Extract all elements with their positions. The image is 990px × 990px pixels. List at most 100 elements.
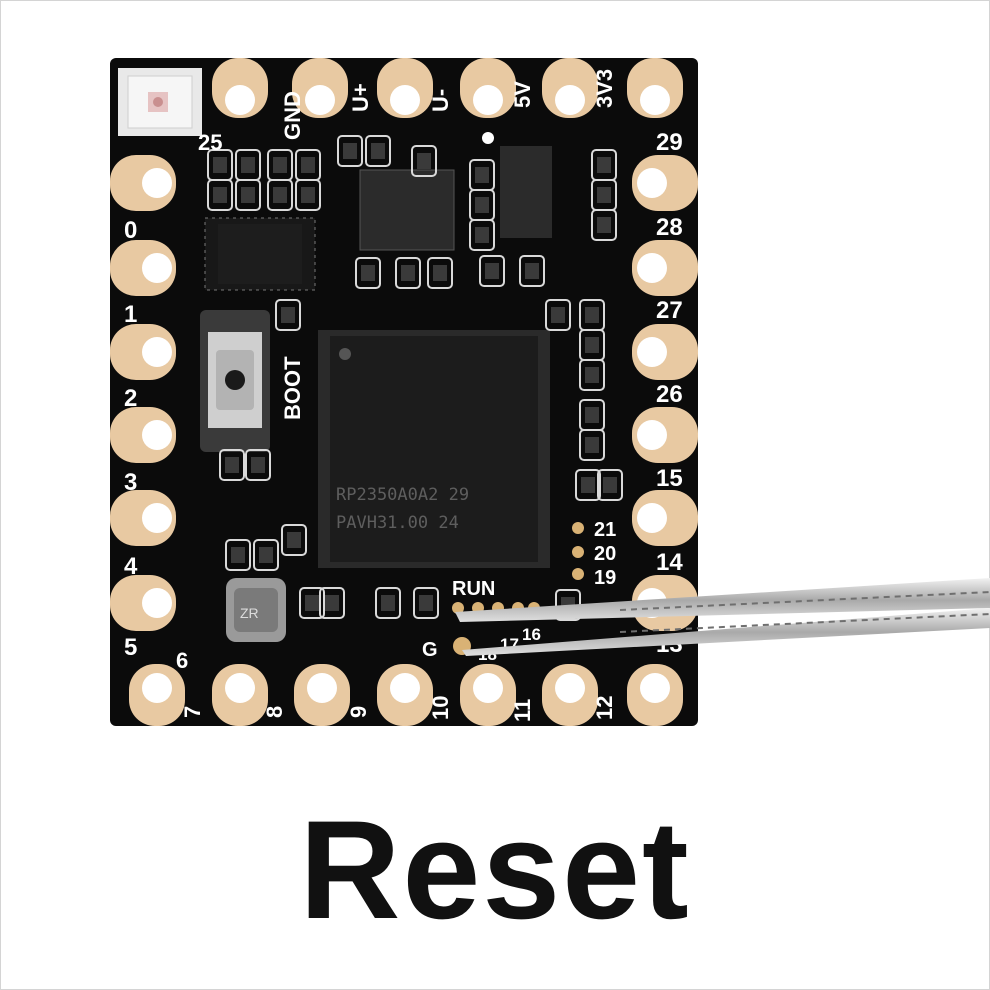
bottom-pin-label: 8 <box>262 706 287 718</box>
smd-part <box>219 449 245 481</box>
right-pin-labels: 29282726151413 <box>656 129 683 658</box>
top-pin-labels: GND U+ U- 5V 3V3 <box>280 69 617 140</box>
smd-part <box>365 135 391 167</box>
passive-components <box>207 135 623 621</box>
pad-hole <box>637 420 667 450</box>
pad-hole <box>637 168 667 198</box>
small-pin-label: 20 <box>594 543 616 565</box>
small-pin-label: 21 <box>594 519 616 541</box>
rp2350-chip <box>318 330 550 568</box>
smd-part <box>575 469 601 501</box>
pad-hole <box>640 673 670 703</box>
smd-part <box>413 587 439 619</box>
smd-part <box>337 135 363 167</box>
chip-marking-line2: PAVH31.00 24 <box>336 513 459 533</box>
pad-hole <box>473 85 503 115</box>
left-pin-label: 1 <box>124 301 137 328</box>
smd-part <box>299 587 325 619</box>
smd-part <box>207 179 233 211</box>
bottom-pin-label: 9 <box>346 706 371 718</box>
pad-hole <box>637 253 667 283</box>
bottom-pin-label: 7 <box>180 706 205 718</box>
smd-part <box>427 257 453 289</box>
pad-hole <box>142 253 172 283</box>
smd-part <box>469 219 495 251</box>
pad-hole <box>142 588 172 618</box>
right-pin-label: 28 <box>656 214 683 241</box>
test-pad <box>572 546 584 558</box>
left-pin-label: 3 <box>124 469 137 496</box>
boot-label: BOOT <box>280 356 305 420</box>
smd-part <box>579 429 605 461</box>
bottom-pin-label: 6 <box>176 648 188 673</box>
bottom-pin-label: 11 <box>510 699 535 722</box>
small-pad-label: 16 <box>522 625 541 644</box>
pad-hole <box>142 168 172 198</box>
smd-part <box>245 449 271 481</box>
bottom-pin-labels: 6 7 8 9 10 11 12 <box>176 648 617 722</box>
left-pin-label: 5 <box>124 634 137 661</box>
pad-hole <box>640 85 670 115</box>
top-pin-label: 3V3 <box>592 69 617 108</box>
top-pin-label: GND <box>280 91 305 140</box>
pad-hole <box>555 85 585 115</box>
smd-part <box>235 179 261 211</box>
polarity-dot <box>482 132 494 144</box>
pad-hole <box>390 673 420 703</box>
bottom-pin-label: 10 <box>428 696 453 720</box>
crystal: ZR <box>226 578 286 642</box>
svg-text:ZR: ZR <box>240 605 259 621</box>
smd-part <box>295 179 321 211</box>
bottom-pin-label: 12 <box>592 696 617 720</box>
top-pin-label: 5V <box>510 81 535 108</box>
test-pad <box>452 602 464 614</box>
left-pin-labels: 0 1 2 3 4 5 <box>124 217 138 661</box>
top-pin-label: U- <box>428 89 453 112</box>
smd-part <box>579 359 605 391</box>
boot-button <box>200 310 270 452</box>
pad-hole <box>142 673 172 703</box>
regulator-chip <box>359 169 455 251</box>
pad-hole <box>142 420 172 450</box>
pad-hole <box>473 673 503 703</box>
smd-part <box>395 257 421 289</box>
smd-part <box>519 255 545 287</box>
pad-hole <box>142 503 172 533</box>
smd-part <box>375 587 401 619</box>
right-pin-label: 26 <box>656 381 683 408</box>
smd-part <box>355 257 381 289</box>
small-pin-label: 19 <box>594 567 616 589</box>
smd-part <box>597 469 623 501</box>
right-pin-label: 14 <box>656 549 683 576</box>
pad-hole <box>390 85 420 115</box>
pad-hole <box>305 85 335 115</box>
left-pin-label: 2 <box>124 385 137 412</box>
smd-part <box>545 299 571 331</box>
smd-part <box>253 539 279 571</box>
flash-chip <box>204 217 316 291</box>
smd-part <box>267 179 293 211</box>
rgb-led <box>118 68 202 136</box>
smd-part <box>225 539 251 571</box>
pad-hole <box>142 337 172 367</box>
ldo-chip <box>500 146 552 238</box>
pin-25-label: 25 <box>198 130 222 155</box>
pad-hole <box>637 337 667 367</box>
caption-reset: Reset <box>299 791 691 948</box>
right-pin-label: 27 <box>656 297 683 324</box>
tweezers <box>455 578 990 656</box>
smd-part <box>591 209 617 241</box>
pad-hole <box>225 85 255 115</box>
test-pad <box>572 522 584 534</box>
pad-hole <box>637 503 667 533</box>
smd-part <box>479 255 505 287</box>
top-pin-label: U+ <box>348 83 373 112</box>
right-pin-label: 15 <box>656 465 683 492</box>
left-pin-label: 4 <box>124 553 138 580</box>
smd-part <box>411 145 437 177</box>
ground-label: G <box>422 639 438 661</box>
left-pin-label: 0 <box>124 217 137 244</box>
smd-part <box>275 299 301 331</box>
small-pin-labels: 212019181716 <box>478 519 616 664</box>
pad-hole <box>307 673 337 703</box>
